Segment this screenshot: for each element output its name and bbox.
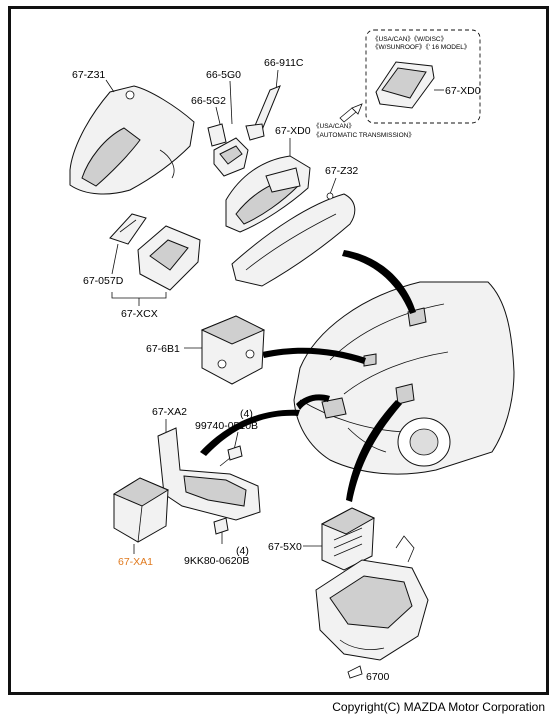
- frame-bottom-border: [8, 692, 549, 695]
- part-67-6b1[interactable]: [200, 315, 266, 385]
- bracket-xcx: [111, 292, 167, 306]
- leader-z31: [105, 79, 115, 93]
- label-67-z32[interactable]: 67-Z32: [325, 165, 358, 177]
- label-67-xa2[interactable]: 67-XA2: [152, 406, 187, 418]
- label-6700[interactable]: 6700: [366, 671, 390, 683]
- part-67-057d[interactable]: [109, 213, 147, 245]
- note-automatic-transmission: 《AUTOMATIC TRANSMISSION》: [313, 131, 415, 139]
- label-99740-0510b[interactable]: 99740-0510B: [195, 420, 258, 432]
- leader-5g0: [229, 80, 233, 125]
- callout-arc-roof: [342, 250, 416, 314]
- label-67-6b1[interactable]: 67-6B1: [146, 343, 180, 355]
- label-67-057d[interactable]: 67-057D: [83, 275, 124, 287]
- inset-box: [365, 29, 481, 124]
- callout-arc-bracket: [200, 409, 300, 456]
- label-66-5g2[interactable]: 66-5G2: [191, 95, 226, 107]
- frame-left-border: [8, 6, 11, 693]
- label-66-911c[interactable]: 66-911C: [264, 57, 304, 69]
- frame-top-border: [8, 6, 549, 9]
- part-67-xa1[interactable]: [112, 477, 170, 543]
- parts-diagram: 《USA/CAN》《W/DISC》 《W/SUNROOF》《' 16 MODEL…: [69, 29, 515, 683]
- part-67-xd0[interactable]: [225, 155, 311, 233]
- label-bolt2-qty: (4): [236, 545, 249, 557]
- part-66-5g0[interactable]: [213, 137, 249, 177]
- label-66-5g0[interactable]: 66-5G0: [206, 69, 241, 81]
- part-bolt-99740-0510b[interactable]: [219, 445, 243, 467]
- label-67-xcx[interactable]: 67-XCX: [121, 308, 158, 320]
- part-66-911c[interactable]: [245, 85, 281, 141]
- part-bolt-9kk80-0620b[interactable]: [213, 517, 229, 544]
- copyright-notice: Copyright(C) MAZDA Motor Corporation: [332, 700, 545, 714]
- label-67-xd0-main[interactable]: 67-XD0: [275, 125, 311, 137]
- label-67-xd0-inset[interactable]: 67-XD0: [445, 85, 481, 97]
- arrow-icon: [339, 103, 363, 123]
- callout-arc-engine: [346, 400, 402, 502]
- part-67-xa2[interactable]: [157, 427, 261, 521]
- arrow-icon: [347, 665, 363, 679]
- leader-5g2: [215, 106, 221, 125]
- part-67-z32[interactable]: [231, 192, 356, 287]
- leader-057d: [111, 243, 119, 275]
- note-usa-can: 《USA/CAN》: [313, 122, 355, 130]
- part-67-5x0[interactable]: [320, 507, 376, 571]
- part-6700[interactable]: [315, 535, 429, 661]
- label-67-5x0[interactable]: 67-5X0: [268, 541, 302, 553]
- part-66-5g2[interactable]: [207, 123, 227, 147]
- inset-note-line2: 《W/SUNROOF》《' 16 MODEL》: [372, 43, 470, 51]
- leader-z32: [329, 177, 337, 195]
- part-67-xcx-bracket[interactable]: [137, 225, 201, 291]
- vehicle-illustration: [293, 281, 515, 475]
- part-67-z31[interactable]: [69, 85, 195, 195]
- inset-sensor-part[interactable]: [375, 61, 435, 109]
- label-bolt1-qty: (4): [240, 408, 253, 420]
- leader-911c: [275, 69, 279, 91]
- leader-bolt1: [233, 431, 239, 451]
- inset-note-line1: 《USA/CAN》《W/DISC》: [372, 35, 447, 43]
- label-9kk80-0620b[interactable]: 9KK80-0620B: [184, 555, 249, 567]
- frame-right-border: [546, 6, 549, 693]
- label-67-z31[interactable]: 67-Z31: [72, 69, 105, 81]
- callout-arc-dash: [262, 347, 366, 364]
- callout-arc-grille: [296, 394, 330, 410]
- label-67-xa1[interactable]: 67-XA1: [118, 556, 153, 568]
